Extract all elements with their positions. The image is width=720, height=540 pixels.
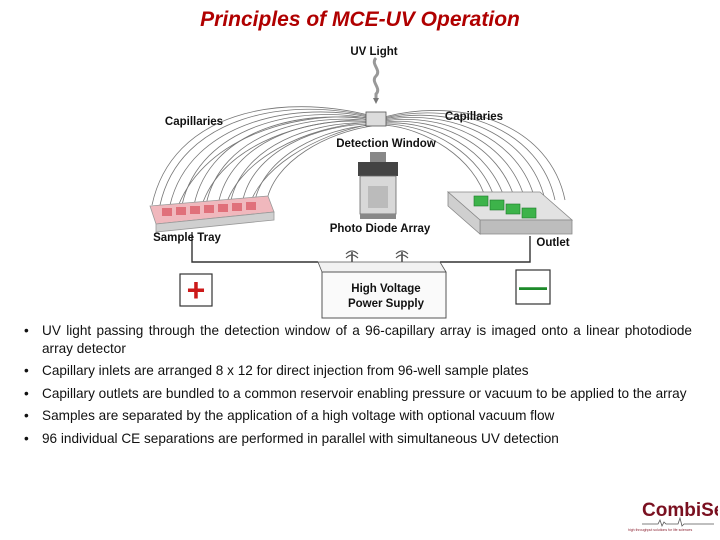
page-title: Principles of MCE-UV Operation <box>200 8 520 31</box>
detection-window <box>365 111 387 127</box>
power-supply-label-line2: Power Supply <box>348 298 425 310</box>
uv-light-icon <box>372 56 380 104</box>
photo-diode-array-icon <box>358 152 398 219</box>
list-item: • Capillary outlets are bundled to a comm… <box>24 385 692 403</box>
bullet-text: Capillary inlets are arranged 8 x 12 for… <box>42 363 529 378</box>
bullet-list: • UV light passing through the detection … <box>24 322 692 452</box>
capillaries-right-label: Capillaries <box>445 111 503 123</box>
capillaries-left-label: Capillaries <box>165 116 223 128</box>
negative-electrode <box>515 269 551 305</box>
uv-light-label: UV Light <box>350 46 397 58</box>
sample-tray-label: Sample Tray <box>153 232 221 244</box>
capillary-bundle-right <box>383 110 566 201</box>
list-item: • UV light passing through the detection … <box>24 322 692 357</box>
logo-waveform-icon <box>642 516 714 528</box>
bullet-text: Samples are separated by the application… <box>42 408 555 423</box>
bullet-dot-icon: • <box>24 363 29 378</box>
outlet-reservoir <box>446 191 574 235</box>
bullet-text: Capillary outlets are bundled to a commo… <box>42 385 687 401</box>
logo-tagline: high throughput solutions for life scien… <box>628 528 693 532</box>
combisep-logo: CombiSep <box>642 500 718 528</box>
outlet-label: Outlet <box>536 237 569 249</box>
bullet-text: UV light passing through the detection w… <box>42 323 692 356</box>
photo-diode-array-label: Photo Diode Array <box>330 223 431 235</box>
circuit-wires <box>191 232 531 263</box>
bullet-dot-icon: • <box>24 323 29 338</box>
list-item: • Capillary inlets are arranged 8 x 12 fo… <box>24 362 692 380</box>
logo-name: CombiSep <box>642 500 718 521</box>
bullet-dot-icon: • <box>24 385 29 401</box>
list-item: • 96 individual CE separations are perfor… <box>24 430 692 448</box>
detection-window-label: Detection Window <box>336 138 436 150</box>
list-item: • Samples are separated by the applicatio… <box>24 407 692 425</box>
bullet-dot-icon: • <box>24 408 29 423</box>
bullet-dot-icon: • <box>24 430 29 446</box>
bullet-text: 96 individual CE separations are perform… <box>42 430 559 446</box>
power-supply-box <box>317 250 447 319</box>
minus-sign: — <box>519 271 547 302</box>
sample-tray <box>149 195 275 233</box>
plus-sign: + <box>187 272 206 308</box>
mce-uv-diagram: + — UV Light Capillaries Capillaries Det… <box>149 46 574 319</box>
power-supply-label-line1: High Voltage <box>351 283 420 295</box>
positive-electrode <box>179 273 213 307</box>
